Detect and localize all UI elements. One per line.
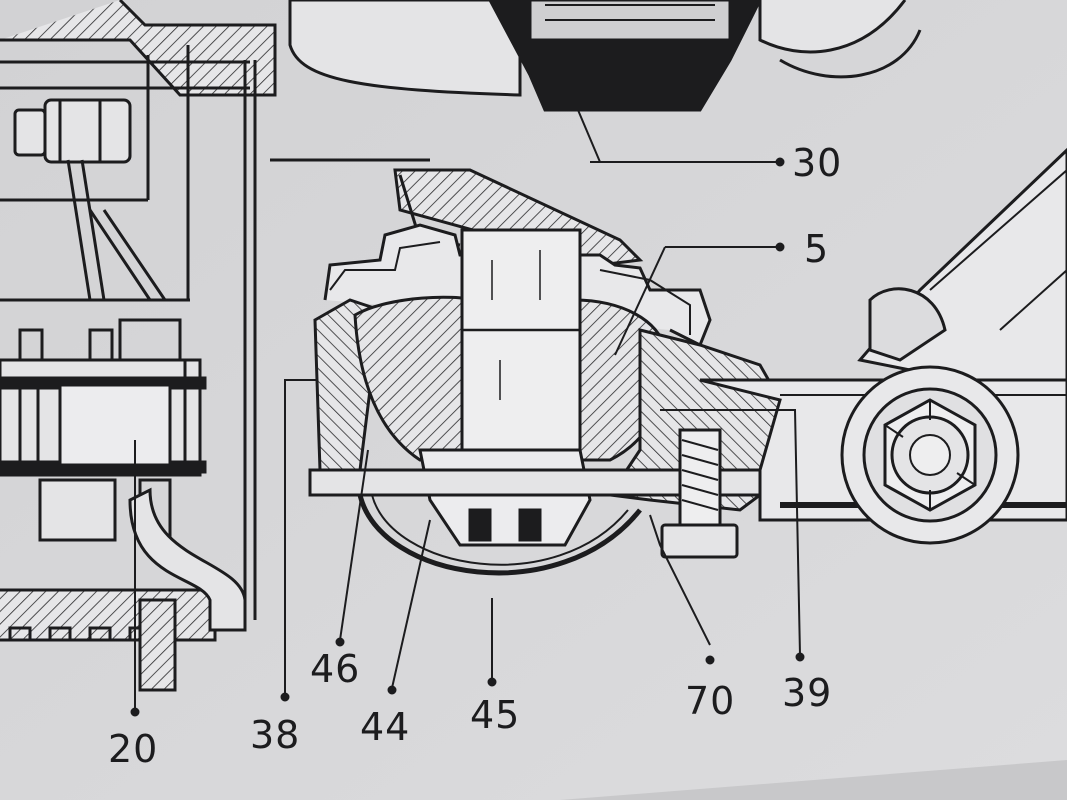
ball-joint-assembly xyxy=(308,168,782,576)
leader-70 xyxy=(649,514,711,646)
callout-labels: 30 5 20 38 46 44 45 70 39 xyxy=(108,141,842,771)
leader-lines xyxy=(130,109,805,717)
leader-38 xyxy=(284,379,318,695)
leader-30-dot xyxy=(775,157,785,167)
leader-38-dot xyxy=(280,692,290,702)
leader-39-dot xyxy=(795,652,805,662)
leader-45-dot xyxy=(487,677,497,687)
callout-45: 45 xyxy=(470,693,520,737)
callout-70: 70 xyxy=(685,679,735,723)
leader-39 xyxy=(660,409,801,656)
right-arm-assembly xyxy=(699,147,1067,545)
callout-39: 39 xyxy=(782,671,832,715)
upper-casting xyxy=(270,0,922,162)
callout-30: 30 xyxy=(792,141,842,185)
leader-70-dot xyxy=(705,655,715,665)
leader-44-dot xyxy=(387,685,397,695)
callout-5: 5 xyxy=(804,227,829,271)
leader-20-dot xyxy=(130,707,140,717)
leader-5-dot xyxy=(775,242,785,252)
leader-46-dot xyxy=(335,637,345,647)
callout-38: 38 xyxy=(250,713,300,757)
leader-46 xyxy=(339,449,369,641)
callout-46: 46 xyxy=(310,647,360,691)
callout-20: 20 xyxy=(108,727,158,771)
leader-44 xyxy=(391,519,431,689)
callout-44: 44 xyxy=(360,705,410,749)
left-housing xyxy=(0,0,277,692)
page-edge xyxy=(560,760,1067,800)
